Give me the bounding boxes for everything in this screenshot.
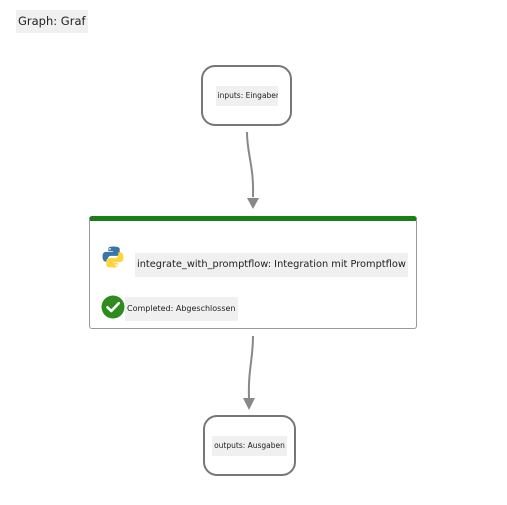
check-circle-icon <box>101 295 125 319</box>
task-node-name: integrate_with_promptflow: Integration m… <box>135 253 408 277</box>
edge-task-to-outputs-arrow <box>243 398 255 410</box>
python-icon <box>101 245 125 269</box>
inputs-node-label: inputs: Eingaben <box>215 85 278 106</box>
task-status-label: Completed: Abgeschlossen <box>125 297 238 321</box>
outputs-node-label: outputs: Ausgaben <box>212 435 287 456</box>
edge-task-to-outputs <box>247 335 254 399</box>
task-node-integrate-with-promptflow[interactable]: integrate_with_promptflow: Integration m… <box>89 216 417 329</box>
edge-inputs-to-task <box>246 131 255 198</box>
page-title: Graph: Graf <box>16 10 88 33</box>
inputs-node[interactable]: inputs: Eingaben <box>201 65 292 126</box>
outputs-node[interactable]: outputs: Ausgaben <box>203 415 296 476</box>
edge-inputs-to-task-arrow <box>247 198 259 209</box>
